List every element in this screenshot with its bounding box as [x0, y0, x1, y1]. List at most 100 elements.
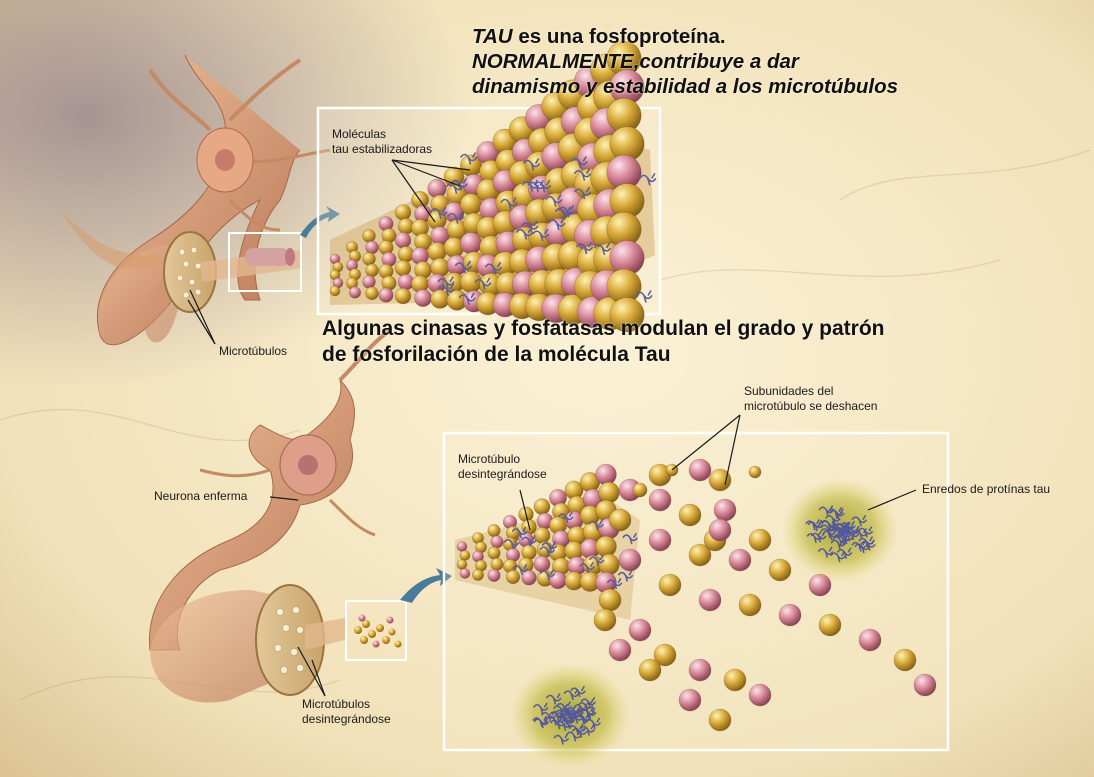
free-subunit-bead	[749, 684, 771, 706]
label-microtubules-bottom: Microtúbulos desintegrándose	[302, 697, 391, 727]
tubulin-bead	[395, 232, 411, 248]
label-tau-molecules: Moléculas tau estabilizadoras	[332, 127, 432, 157]
tubulin-bead	[460, 551, 470, 561]
free-subunit-bead	[629, 619, 651, 641]
tubulin-bead	[349, 287, 360, 298]
tubulin-bead	[395, 288, 411, 304]
tubulin-bead	[457, 560, 467, 570]
tubulin-bead	[431, 258, 450, 277]
tubulin-bead	[549, 572, 566, 589]
modulation-line-1: Algunas cinasas y fosfatasas modulan el …	[322, 316, 885, 342]
label-microtubules: Microtúbulos	[219, 344, 287, 359]
label-tau-molecules-line-2: tau estabilizadoras	[332, 142, 432, 157]
free-subunit-bead	[894, 649, 916, 671]
heading-line-3: dinamismo y estabilidad a los microtúbul…	[472, 74, 1072, 99]
tubulin-bead	[379, 288, 393, 302]
tubulin-bead	[460, 232, 482, 254]
free-subunit-bead	[619, 549, 641, 571]
free-subunit-bead	[609, 509, 631, 531]
tubulin-bead	[472, 569, 483, 580]
free-subunit-bead	[599, 589, 621, 611]
tubulin-bead	[457, 542, 467, 552]
tubulin-bead	[366, 241, 379, 254]
tau-tangle-right	[782, 478, 898, 582]
tubulin-bead	[522, 545, 537, 560]
tubulin-bead	[395, 260, 411, 276]
label-microtubules-bottom-line-1: Microtúbulos	[302, 697, 391, 712]
heading-text: TAU es una fosfoproteína. NORMALMENTE,co…	[472, 24, 1072, 99]
modulation-line-2: de fosforilación de la molécula Tau	[322, 342, 885, 368]
free-subunit-bead	[633, 483, 647, 497]
tubulin-bead	[596, 464, 617, 485]
free-subunit-bead	[859, 629, 881, 651]
tau-tangle-bottom	[510, 663, 630, 767]
label-tau-molecules-line-1: Moléculas	[332, 127, 432, 142]
free-subunit-bead	[679, 689, 701, 711]
label-sick-neuron: Neurona enferma	[154, 489, 247, 504]
free-subunit-bead	[739, 594, 761, 616]
free-subunit-bead	[769, 559, 791, 581]
free-subunit-bead	[649, 529, 671, 551]
tubulin-bead	[431, 290, 450, 309]
tubulin-bead	[414, 289, 431, 306]
tubulin-bead	[506, 570, 520, 584]
tubulin-bead	[428, 179, 447, 198]
free-subunit-bead	[714, 499, 736, 521]
free-subunit-bead	[689, 459, 711, 481]
free-subunit-bead	[649, 489, 671, 511]
free-subunit-bead	[779, 604, 801, 626]
tubulin-bead	[428, 211, 447, 230]
tubulin-bead	[366, 264, 379, 277]
tubulin-bead	[460, 569, 470, 579]
tubulin-bead	[330, 286, 340, 296]
tubulin-bead	[534, 499, 550, 515]
heading-line-2: NORMALMENTE,contribuye a dar	[472, 49, 1072, 74]
tubulin-bead	[488, 524, 500, 536]
free-subunit-bead	[709, 519, 731, 541]
free-subunit-bead	[709, 709, 731, 731]
tubulin-bead	[428, 274, 447, 293]
free-subunit-bead	[749, 466, 761, 478]
label-subunits-line-2: microtúbulo se deshacen	[744, 399, 877, 414]
modulation-text: Algunas cinasas y fosfatasas modulan el …	[322, 316, 885, 368]
label-disintegrating-microtubule: Microtúbulo desintegrándose	[458, 452, 547, 482]
tubulin-bead	[491, 536, 503, 548]
tubulin-bead	[522, 570, 537, 585]
label-disintegrating-line-1: Microtúbulo	[458, 452, 547, 467]
tubulin-bead	[395, 204, 411, 220]
free-subunit-bead	[749, 529, 771, 551]
tau-word: TAU	[472, 25, 513, 48]
free-subunit-bead	[914, 674, 936, 696]
free-subunit-bead	[609, 639, 631, 661]
tubulin-bead	[366, 287, 379, 300]
tubulin-bead	[491, 558, 503, 570]
tubulin-bead	[363, 252, 376, 265]
free-subunit-bead	[724, 669, 746, 691]
tubulin-bead	[428, 242, 447, 261]
tubulin-bead	[596, 536, 617, 557]
label-subunits-line-1: Subunidades del	[744, 384, 877, 399]
tubulin-bead	[534, 556, 550, 572]
free-subunit-bead	[819, 614, 841, 636]
label-microtubules-bottom-line-2: desintegrándose	[302, 712, 391, 727]
tubulin-bead	[488, 547, 500, 559]
tubulin-bead	[363, 275, 376, 288]
small-microtubule-top	[245, 248, 295, 266]
label-subunits: Subunidades del microtúbulo se deshacen	[744, 384, 877, 414]
heading-line-1-rest: es una fosfoproteína.	[513, 25, 726, 48]
free-subunit-bead	[679, 504, 701, 526]
free-subunit-bead	[729, 549, 751, 571]
free-subunit-bead	[594, 609, 616, 631]
heading-line-1: TAU es una fosfoproteína.	[472, 24, 1072, 49]
tubulin-bead	[363, 229, 376, 242]
label-disintegrating-line-2: desintegrándose	[458, 467, 547, 482]
free-subunit-bead	[639, 659, 661, 681]
tubulin-bead	[488, 569, 500, 581]
label-tangles: Enredos de protínas tau	[922, 482, 1050, 497]
tubulin-bead	[460, 271, 482, 293]
free-subunit-bead	[659, 574, 681, 596]
free-subunit-bead	[699, 589, 721, 611]
free-subunit-bead	[689, 659, 711, 681]
